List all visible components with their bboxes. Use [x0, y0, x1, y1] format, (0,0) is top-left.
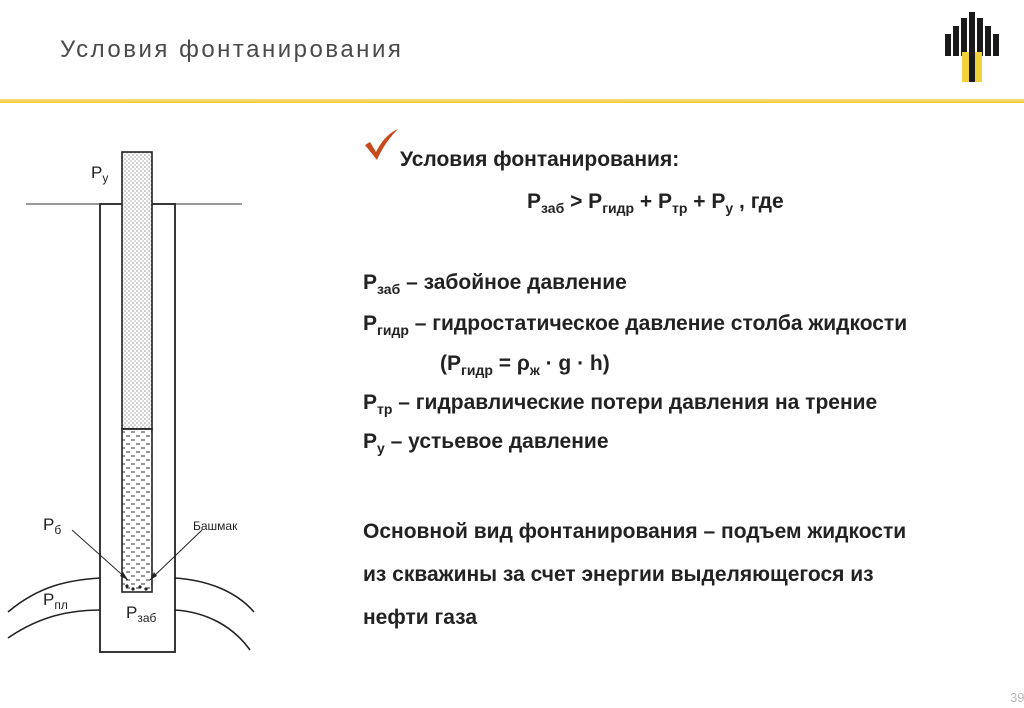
conditions-heading: Условия фонтанирования: [400, 148, 680, 171]
tubing-liquid-section [121, 428, 153, 593]
formation-bottom-right [174, 609, 251, 651]
definition-pzab: Pзаб – забойное давление [363, 271, 627, 297]
checkmark-icon [365, 129, 398, 160]
paragraph-line-2: из скважины за счет энергии выделяющегос… [363, 563, 874, 586]
formation-bottom-left [7, 609, 101, 639]
label-pzab: Pзаб [126, 603, 157, 625]
definition-pgidr: Pгидр – гидростатическое давление столба… [363, 312, 908, 338]
slide-title: Условия фонтанирования [60, 36, 404, 63]
pb-pointer [71, 529, 129, 581]
tubing-gas-section [121, 151, 153, 430]
definition-pu: Pу – устьевое давление [363, 430, 609, 456]
paragraph-line-1: Основной вид фонтанирования – подъем жид… [363, 520, 907, 543]
label-shoe: Башмак [193, 519, 238, 533]
shoe-pointer [149, 529, 203, 581]
label-pu: Pу [91, 163, 108, 185]
fountain-formula: Pзаб > Pгидр + Pтр + Pу , где [527, 190, 784, 216]
formation-top-left [7, 577, 101, 613]
page-number: 39 [1010, 690, 1024, 705]
label-ppl: Pпл [43, 590, 68, 612]
title-divider [0, 99, 1024, 103]
well-diagram: Pу Pб Башмак Pпл Pзаб [7, 151, 255, 653]
definition-ptr: Pтр – гидравлические потери давления на … [363, 391, 878, 417]
definition-pgidr-formula: (Pгидр = ρж · g · h) [440, 352, 610, 378]
paragraph-line-3: нефти газа [363, 606, 478, 629]
company-logo-icon [945, 12, 999, 82]
formation-top-right [174, 577, 255, 613]
label-pb: Pб [43, 515, 61, 537]
gas-bubbles [125, 584, 148, 591]
